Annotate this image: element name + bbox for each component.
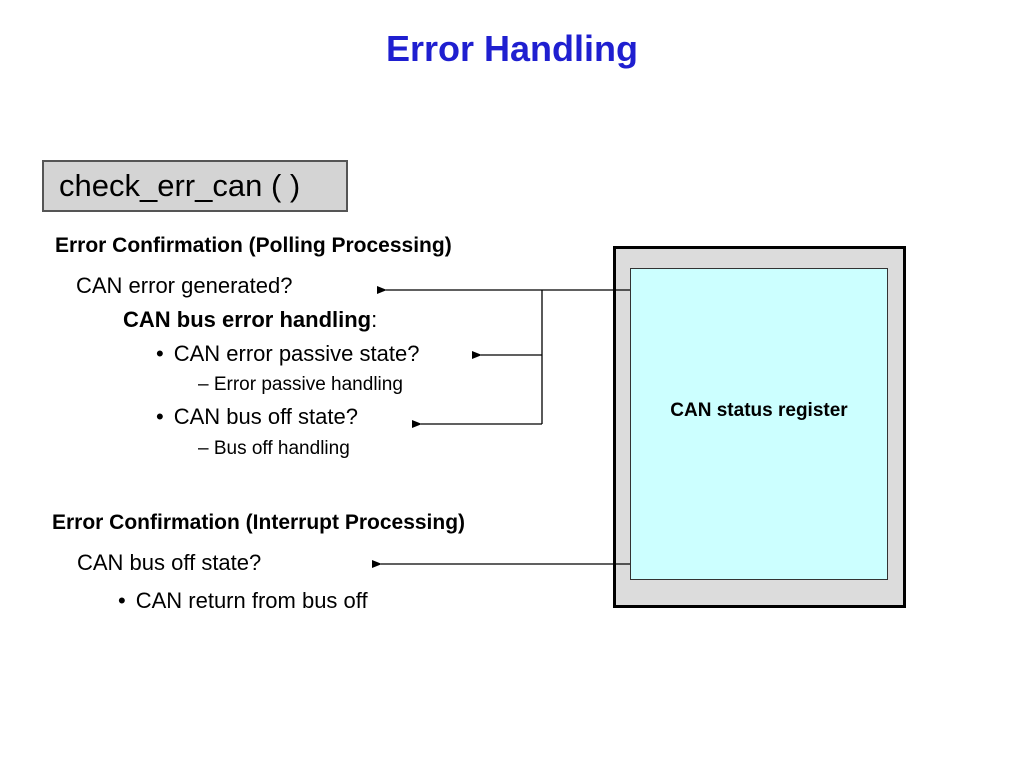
polling-question-error-generated: CAN error generated? — [76, 273, 293, 298]
bullet-error-passive-text: CAN error passive state? — [173, 341, 420, 366]
bullet-dot: • — [156, 341, 164, 366]
bullet-dot: • — [156, 404, 164, 429]
error-passive-handling: – Error passive handling — [198, 374, 403, 395]
bullet-return-from-bus-off: • CAN return from bus off — [118, 588, 368, 614]
bus-error-handling-colon: : — [371, 307, 378, 332]
bullet-bus-off-text: CAN bus off state? — [173, 404, 358, 429]
bullet-dot: • — [118, 588, 126, 613]
bus-error-handling-label: CAN bus error handling — [123, 307, 372, 332]
status-register-label: CAN status register — [670, 400, 848, 421]
polling-heading: Error Confirmation (Polling Processing) — [55, 234, 452, 257]
page-title: Error Handling — [385, 28, 639, 69]
bus-off-handling: – Bus off handling — [198, 438, 350, 459]
bullet-return-text: CAN return from bus off — [135, 588, 368, 613]
interrupt-question-bus-off: CAN bus off state? — [77, 550, 262, 575]
function-name-box: check_err_can ( ) — [42, 160, 348, 212]
bullet-error-passive: • CAN error passive state? — [156, 341, 419, 367]
bullet-bus-off: • CAN bus off state? — [156, 404, 358, 430]
bus-error-handling-heading: CAN bus error handling: — [123, 307, 377, 333]
interrupt-heading: Error Confirmation (Interrupt Processing… — [52, 511, 466, 534]
status-register-box — [630, 268, 888, 580]
